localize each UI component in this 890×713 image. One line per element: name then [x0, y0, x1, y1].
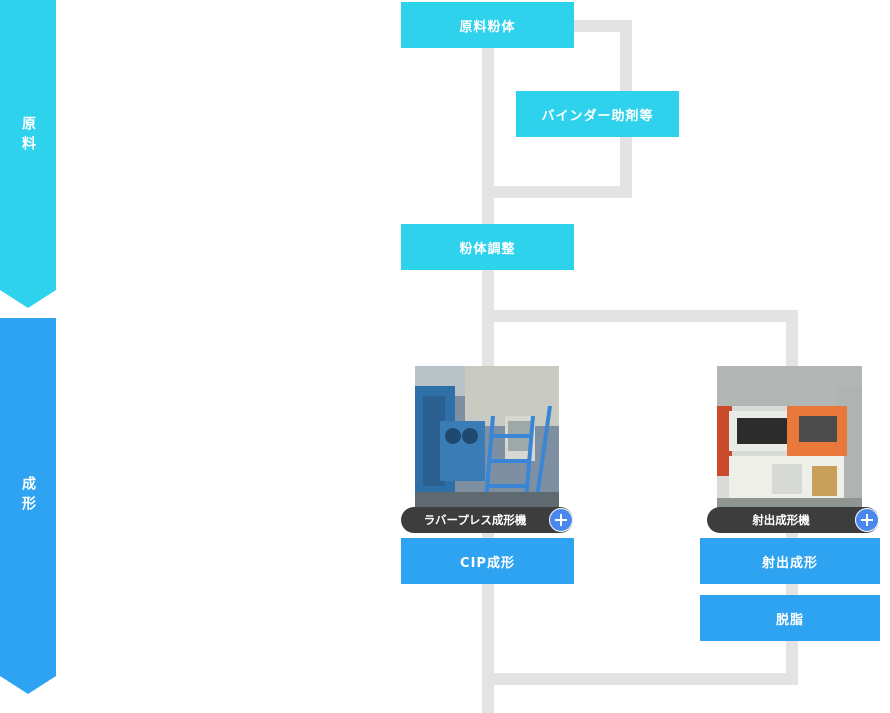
node-cip: CIP成形	[401, 538, 574, 584]
stage-label-forming: 成形	[20, 476, 36, 516]
node-powder-adjust: 粉体調整	[401, 224, 574, 270]
injection-machine-caption: 射出成形機	[707, 507, 879, 533]
injection-machine-photo	[717, 366, 862, 512]
stage-bar-forming	[0, 318, 56, 694]
stage-label-raw: 原料	[20, 116, 36, 156]
node-binder: バインダー助剤等	[516, 91, 679, 137]
injection-machine-plus-icon[interactable]	[855, 508, 879, 532]
node-debinding: 脱脂	[700, 595, 880, 641]
rubber-press-photo	[415, 366, 559, 512]
rubber-press-caption: ラバープレス成形機	[401, 507, 573, 533]
stage-bar-raw	[0, 0, 56, 308]
node-raw-powder: 原料粉体	[401, 2, 574, 48]
rubber-press-plus-icon[interactable]	[549, 508, 573, 532]
node-injection: 射出成形	[700, 538, 880, 584]
